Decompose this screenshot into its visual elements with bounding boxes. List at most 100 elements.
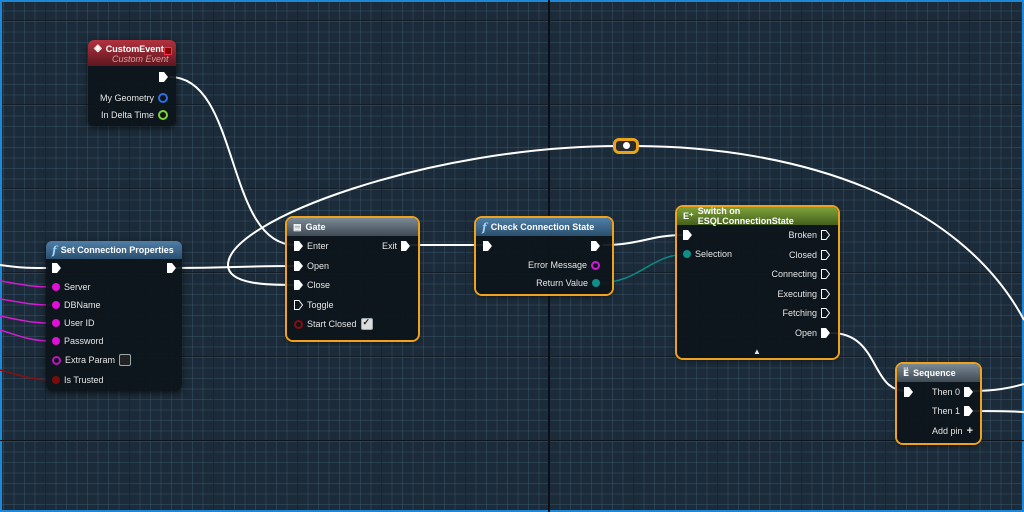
start-closed-checkbox[interactable] <box>360 317 373 330</box>
exec-in[interactable] <box>683 228 692 242</box>
pin-open[interactable]: Open <box>795 326 830 340</box>
exec-out-unconnected-pin-icon[interactable] <box>821 269 830 279</box>
pin-label: Open <box>307 261 330 271</box>
pin-toggle[interactable]: Toggle <box>294 298 334 312</box>
string-pin-icon[interactable] <box>52 301 60 309</box>
exec-out[interactable] <box>591 239 600 253</box>
sequence-node[interactable]: E⃛ Sequence Then 0 Then 1 Add pin + <box>897 364 980 443</box>
set-connection-properties-node[interactable]: f Set Connection Properties Server DBNam… <box>46 241 182 391</box>
exec-out-pin-icon[interactable] <box>821 328 830 338</box>
exec-out-unconnected-pin-icon[interactable] <box>821 250 830 260</box>
pin-server[interactable]: Server <box>52 280 91 294</box>
pin-connecting[interactable]: Connecting <box>771 267 830 281</box>
exec-out-pin-icon[interactable] <box>401 241 410 251</box>
pin-is-trusted[interactable]: Is Trusted <box>52 373 104 387</box>
switch-node[interactable]: E⁺ Switch on ESQLConnectionState Selecti… <box>677 206 838 358</box>
expand-pins-button[interactable]: ▲ <box>753 344 761 358</box>
pin-closed[interactable]: Closed <box>789 248 830 262</box>
exec-out-pin-icon[interactable] <box>159 72 168 82</box>
wire-exec-in-set-connection <box>0 264 49 269</box>
pin-label: User ID <box>64 318 95 328</box>
exec-out-unconnected-pin-icon[interactable] <box>821 230 830 240</box>
custom-event-node[interactable]: ◈ CustomEvent Custom Event My Geometry I… <box>88 40 176 126</box>
gate-node[interactable]: ▤ Gate Enter Exit Open Close Toggle Star… <box>287 218 418 340</box>
add-pin-button[interactable]: Add pin + <box>932 424 973 438</box>
switch-header: E⁺ Switch on ESQLConnectionState <box>677 206 838 226</box>
pin-label: Error Message <box>527 260 587 270</box>
string-pin-icon[interactable] <box>591 260 600 270</box>
custom-event-header: ◈ CustomEvent Custom Event <box>88 40 176 66</box>
string-pin-icon[interactable] <box>52 319 60 327</box>
pin-dbname[interactable]: DBName <box>52 298 101 312</box>
exec-out-pin-icon[interactable] <box>964 387 973 397</box>
pin-label: Enter <box>307 241 329 251</box>
exec-out-pin-icon[interactable] <box>591 241 600 251</box>
pin-label: Is Trusted <box>64 375 104 385</box>
struct-pin-icon[interactable] <box>158 93 168 103</box>
pin-then-1[interactable]: Then 1 <box>932 404 973 418</box>
exec-in-pin-icon[interactable] <box>294 261 303 271</box>
pin-close[interactable]: Close <box>294 278 330 292</box>
pin-user-id[interactable]: User ID <box>52 316 95 330</box>
enum-pin-icon[interactable] <box>592 279 600 287</box>
exec-in-pin-icon[interactable] <box>904 387 913 397</box>
reroute-knot[interactable] <box>613 138 639 154</box>
delegate-pin-icon[interactable] <box>164 47 172 55</box>
pin-start-closed[interactable]: Start Closed <box>294 317 373 331</box>
exec-in-pin-icon[interactable] <box>294 241 303 251</box>
pin-error-message[interactable]: Error Message <box>528 258 600 272</box>
function-icon: f <box>482 220 487 234</box>
pin-executing[interactable]: Executing <box>777 287 830 301</box>
bool-pin-icon[interactable] <box>52 376 60 384</box>
pin-label: Start Closed <box>307 319 357 329</box>
pin-label: Toggle <box>307 300 334 310</box>
wire-is-trusted <box>0 369 53 381</box>
bool-pin-icon[interactable] <box>294 319 303 329</box>
wire-userid <box>0 315 53 324</box>
wire-dbname <box>0 298 53 306</box>
pin-label: Server <box>64 282 91 292</box>
pin-in-delta-time[interactable]: In Delta Time <box>101 108 168 122</box>
pin-my-geometry[interactable]: My Geometry <box>100 91 168 105</box>
exec-in-unconnected-pin-icon[interactable] <box>294 300 303 310</box>
float-pin-icon[interactable] <box>158 110 168 120</box>
pin-enter[interactable]: Enter <box>294 239 329 253</box>
pin-open[interactable]: Open <box>294 259 329 273</box>
exec-in[interactable] <box>483 239 492 253</box>
sequence-icon: E⃛ <box>903 367 910 378</box>
string-pin-icon[interactable] <box>52 283 60 291</box>
exec-out-unconnected-pin-icon[interactable] <box>821 308 830 318</box>
exec-out[interactable] <box>167 261 176 275</box>
extra-param-checkbox[interactable] <box>119 354 132 366</box>
enum-pin-icon[interactable] <box>683 250 691 258</box>
exec-out-pin-icon[interactable] <box>964 406 973 416</box>
exec-out-pin-icon[interactable] <box>167 263 176 273</box>
pin-password[interactable]: Password <box>52 334 104 348</box>
exec-in[interactable] <box>904 385 913 399</box>
plus-icon[interactable]: + <box>966 425 973 437</box>
exec-in[interactable] <box>52 261 61 275</box>
custom-event-exec-out[interactable] <box>159 70 168 84</box>
pin-label: Selection <box>695 249 733 259</box>
check-connection-state-node[interactable]: f Check Connection State Error Message R… <box>476 218 612 294</box>
pin-then-0[interactable]: Then 0 <box>932 385 973 399</box>
string-pin-icon[interactable] <box>52 355 61 365</box>
collapse-arrow-icon[interactable]: ▲ <box>753 346 761 356</box>
string-pin-icon[interactable] <box>52 337 60 345</box>
exec-in-pin-icon[interactable] <box>683 230 692 240</box>
exec-out-unconnected-pin-icon[interactable] <box>821 289 830 299</box>
pin-label: Connecting <box>771 269 817 279</box>
exec-in-pin-icon[interactable] <box>52 263 61 273</box>
pin-label: Extra Param <box>65 355 116 365</box>
exec-in-pin-icon[interactable] <box>294 280 303 290</box>
pin-selection[interactable]: Selection <box>683 247 732 261</box>
pin-label: In Delta Time <box>100 110 154 120</box>
exec-in-pin-icon[interactable] <box>483 241 492 251</box>
pin-fetching[interactable]: Fetching <box>782 306 830 320</box>
pin-broken[interactable]: Broken <box>788 228 830 242</box>
pin-exit[interactable]: Exit <box>382 239 410 253</box>
pin-return-value[interactable]: Return Value <box>536 276 600 290</box>
pin-extra-param[interactable]: Extra Param <box>52 353 132 367</box>
wire-open-to-sequence <box>830 332 907 392</box>
